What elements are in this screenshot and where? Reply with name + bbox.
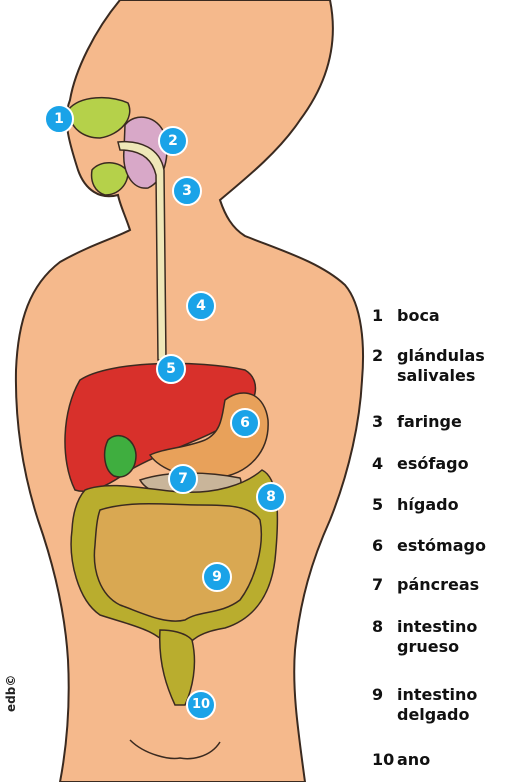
marker-7: 7: [168, 464, 198, 494]
legend-label: glándulas salivales: [397, 346, 512, 386]
legend-label: intestino delgado: [397, 685, 512, 725]
legend-number: 7: [372, 575, 383, 595]
marker-4: 4: [186, 291, 216, 321]
legend-number: 4: [372, 454, 383, 474]
legend-label: esófago: [397, 454, 512, 474]
legend-label: ano: [397, 750, 512, 770]
marker-5: 5: [156, 354, 186, 384]
marker-9: 9: [202, 562, 232, 592]
legend-number: 2: [372, 346, 383, 366]
publisher-credit: edb©: [4, 675, 18, 712]
legend-number: 6: [372, 536, 383, 556]
legend-number: 10: [372, 750, 394, 770]
legend-number: 8: [372, 617, 383, 637]
gallbladder-organ: [105, 436, 136, 477]
marker-8: 8: [256, 482, 286, 512]
marker-6: 6: [230, 408, 260, 438]
legend-label: hígado: [397, 495, 512, 515]
legend-label: intestino grueso: [397, 617, 512, 657]
legend-number: 5: [372, 495, 383, 515]
marker-10: 10: [186, 690, 216, 720]
legend-number: 9: [372, 685, 383, 705]
legend-label: estómago: [397, 536, 512, 556]
legend-label: páncreas: [397, 575, 512, 595]
marker-2: 2: [158, 126, 188, 156]
legend-label: faringe: [397, 412, 512, 432]
legend-number: 3: [372, 412, 383, 432]
marker-1: 1: [44, 104, 74, 134]
legend-number: 1: [372, 306, 383, 326]
legend-label: boca: [397, 306, 512, 326]
marker-3: 3: [172, 176, 202, 206]
